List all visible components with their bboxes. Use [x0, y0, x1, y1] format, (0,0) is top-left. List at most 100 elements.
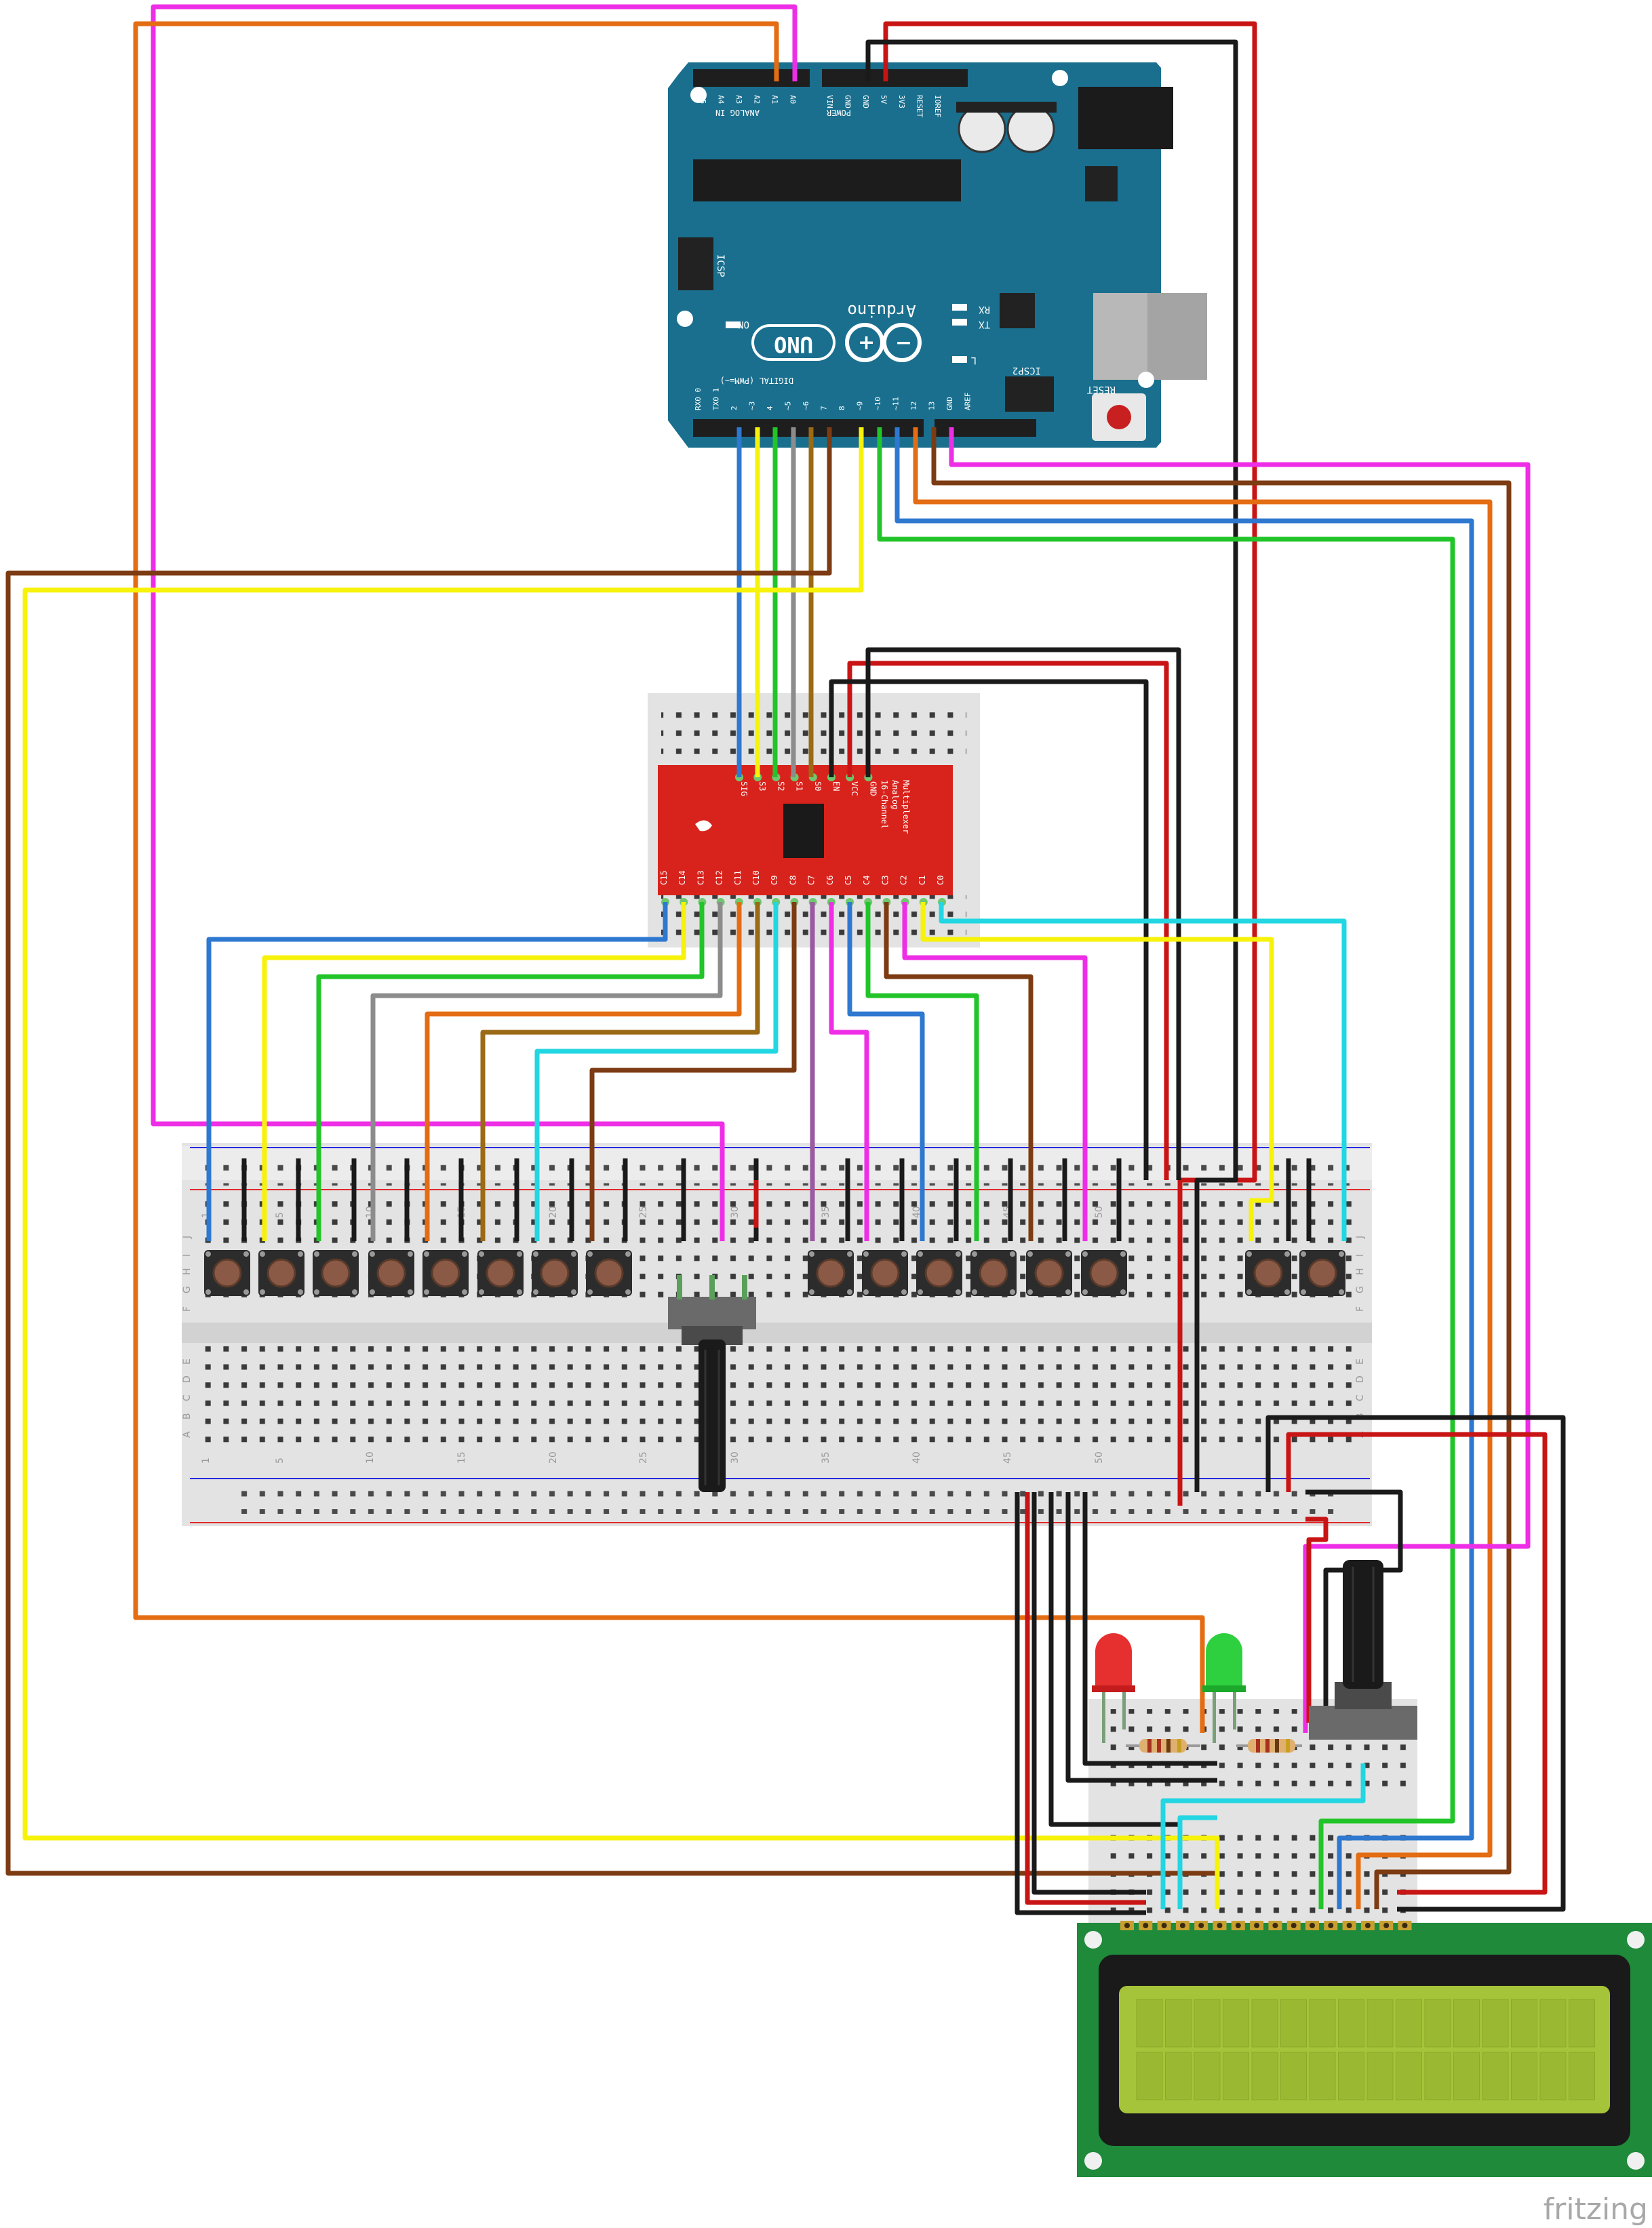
wire-brown — [884, 902, 1034, 1241]
row-letter: J — [182, 1236, 193, 1239]
wire-blue — [206, 902, 668, 1241]
wire-red — [1305, 1517, 1329, 1723]
arduino-brand-label: Arduino — [847, 301, 916, 320]
on-led-label: ON — [738, 319, 749, 330]
wire-magenta — [151, 4, 798, 1241]
analog-pin-label: A0 — [789, 95, 798, 104]
push-button[interactable] — [1081, 1250, 1127, 1296]
row-letter: C — [1355, 1394, 1366, 1401]
analog-pin-label: A4 — [717, 95, 726, 104]
arduino-uno-board: + − UNO Arduino ANALOG IN POWER DIGITAL … — [668, 62, 1207, 448]
row-letter: D — [1355, 1375, 1366, 1383]
power-pin-label: VIN — [825, 95, 834, 109]
column-number: 5 — [275, 1458, 286, 1464]
power-pin-label: GND — [861, 95, 870, 109]
push-button[interactable] — [916, 1250, 962, 1296]
row-letter: B — [182, 1413, 193, 1420]
power-pin-label: RESET — [916, 95, 924, 117]
push-button[interactable] — [532, 1250, 578, 1296]
mux-bottom-pin-label: C6 — [825, 876, 835, 885]
digital-pin-label: GND — [945, 397, 954, 410]
analog-header-label: ANALOG IN — [715, 108, 760, 117]
digital-pin-label: AREF — [964, 393, 972, 411]
row-letter: A — [182, 1431, 193, 1438]
push-button[interactable] — [313, 1250, 359, 1296]
wires — [5, 4, 1566, 1915]
column-number: 30 — [730, 1451, 741, 1464]
wire-black — [865, 647, 1181, 1180]
mux-bottom-pin-label: C4 — [862, 876, 871, 885]
wire-cyan — [1160, 1763, 1366, 1909]
push-button[interactable] — [970, 1250, 1017, 1296]
push-button[interactable] — [1299, 1250, 1345, 1296]
wire-green — [877, 427, 1455, 1909]
push-button[interactable] — [862, 1250, 908, 1296]
analog-pin-label: A3 — [734, 95, 743, 104]
mux-bottom-pin-label: C1 — [918, 876, 927, 885]
mux-top-pin-label: VCC — [850, 781, 859, 796]
analog-pin-label: A2 — [753, 95, 762, 104]
green-led — [1202, 1633, 1246, 1743]
mux-bottom-pin-label: C15 — [659, 870, 669, 885]
mux-bottom-pin-label: C2 — [899, 876, 909, 885]
mux-bottom-pin-label: C0 — [936, 876, 945, 885]
push-button[interactable] — [258, 1250, 304, 1296]
mux-bottom-pin-label: C14 — [677, 870, 687, 885]
potentiometer-main — [668, 1275, 756, 1492]
wire-black — [1082, 1492, 1217, 1766]
column-number: 30 — [730, 1206, 741, 1218]
mux-bottom-pin-label: C7 — [807, 876, 817, 885]
column-number: 5 — [275, 1212, 286, 1218]
digital-pin-label: ~5 — [784, 402, 793, 410]
row-letter: C — [182, 1394, 193, 1401]
power-pin-label: IOREF — [933, 95, 942, 117]
push-button[interactable] — [586, 1250, 632, 1296]
power-header-label: POWER — [826, 108, 851, 117]
wire-magenta — [902, 902, 1088, 1241]
push-buttons — [204, 1250, 1345, 1296]
rx-led-label: RX — [979, 304, 990, 315]
mux-top-pin-label: S3 — [758, 781, 767, 791]
push-button[interactable] — [368, 1250, 414, 1296]
mux-bottom-pin-label: C11 — [733, 870, 743, 885]
push-button[interactable] — [1026, 1250, 1072, 1296]
icsp2-label: ICSP2 — [1012, 365, 1041, 376]
push-button[interactable] — [808, 1250, 854, 1296]
digital-pin-label: ~9 — [856, 402, 865, 410]
red-led — [1092, 1633, 1135, 1743]
column-number: 15 — [456, 1451, 467, 1464]
push-button[interactable] — [1245, 1250, 1291, 1296]
reset-label: RESET — [1086, 384, 1116, 395]
arduino-model-label: UNO — [774, 332, 813, 357]
lcd-character-cells — [1136, 1999, 1595, 2100]
digital-pin-label: TX0 1 — [712, 388, 721, 410]
column-number: 1 — [201, 1458, 212, 1464]
wire-red — [883, 21, 1257, 1506]
row-letter: I — [182, 1254, 193, 1257]
mux-top-pin-label: EN — [831, 781, 841, 791]
wire-red — [1025, 1492, 1146, 1905]
mux-title-line: Multiplexer — [901, 780, 911, 834]
row-letter: F — [182, 1306, 193, 1312]
mux-top-pin-label: S2 — [776, 781, 785, 791]
digital-pin-label: ~6 — [802, 402, 810, 410]
wire-green — [316, 902, 705, 1241]
digital-header-label: DIGITAL (PWM=~) — [720, 376, 793, 385]
mux-bottom-pin-label: C10 — [751, 870, 761, 885]
row-letter: G — [182, 1286, 193, 1293]
push-button[interactable] — [204, 1250, 250, 1296]
column-number: 25 — [638, 1206, 649, 1218]
push-button[interactable] — [477, 1250, 524, 1296]
analog-pin-label: A5 — [699, 95, 707, 104]
wire-blue — [847, 902, 925, 1241]
mux-top-pin-label: SIG — [739, 781, 749, 796]
wire-gray — [370, 902, 723, 1241]
mux-top-pin-label: S1 — [795, 781, 804, 791]
mux-bottom-pin-label: C8 — [788, 876, 798, 885]
power-pin-label: 3V3 — [897, 95, 906, 109]
push-button[interactable] — [422, 1250, 469, 1296]
